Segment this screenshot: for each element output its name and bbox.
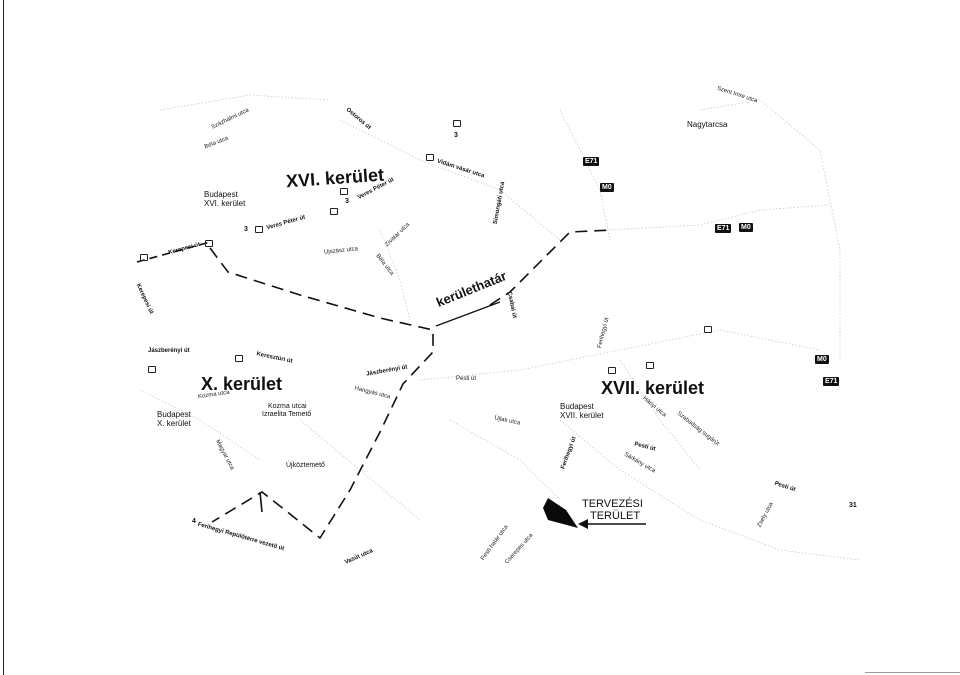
m0-shield: M0 [739, 223, 753, 232]
city-line: Budapest [560, 402, 594, 411]
district-label-x: X. kerület [201, 374, 283, 394]
target-label: TERVEZÉSI TERÜLET [582, 498, 643, 522]
target-line-2: TERÜLET [590, 510, 641, 522]
district-label-xvii: XVII. kerület [601, 378, 705, 398]
route-number: 3 [244, 226, 248, 233]
road-line [379, 229, 411, 321]
city-line: X. kerület [157, 419, 191, 428]
road-line [559, 109, 611, 241]
road-line [419, 329, 821, 381]
bus-stop-icon [340, 188, 348, 195]
route-number: 3 [454, 132, 458, 139]
town-label-nagytarcsa: Nagytarcsa [687, 120, 728, 129]
city-label-x: Budapest X. kerület [157, 410, 191, 428]
bus-stop-icon [426, 154, 434, 161]
cemetery-label: Kozma utcai Izraelita Temető [262, 403, 311, 419]
road-network [139, 94, 861, 561]
m0-shield: M0 [600, 183, 614, 192]
boundary-label-underline [435, 301, 501, 327]
page-edge-line [865, 672, 960, 673]
bus-stop-icon [255, 226, 263, 233]
place-line: Kozma utcai [268, 403, 307, 410]
target-line-1: TERVEZÉSI [582, 498, 643, 510]
e71-shield: E71 [823, 377, 840, 386]
page-edge-line [3, 0, 4, 675]
e71-shield: E71 [715, 224, 732, 233]
ujkoztemeto-label: Újköztemető [286, 462, 325, 469]
city-label-xvi: Budapest XVI. kerület [204, 190, 245, 208]
route-number: 31 [849, 502, 857, 509]
bus-stop-icon [205, 240, 213, 247]
road-line [559, 419, 861, 561]
bus-stop-icon [140, 254, 148, 261]
road-line [139, 389, 261, 461]
city-line: Budapest [157, 410, 191, 419]
place-line: Izraelita Temető [262, 411, 312, 418]
district-boundary [209, 247, 434, 540]
district-boundary-branch [259, 491, 263, 513]
street-label: Jászberényi út [148, 348, 190, 354]
bus-stop-icon [235, 355, 243, 362]
bus-stop-icon [608, 367, 616, 374]
bus-stop-icon [330, 208, 338, 215]
bus-stop-icon [646, 362, 654, 369]
route-number: 3 [345, 198, 349, 205]
street-label: Pesti út [456, 376, 477, 382]
road-line [449, 419, 561, 501]
bus-stop-icon [148, 366, 156, 373]
e71-shield: E71 [583, 157, 600, 166]
target-arrowhead [578, 519, 588, 529]
bus-stop-icon [453, 120, 461, 127]
bus-stop-icon [704, 326, 712, 333]
city-label-xvii: Budapest XVII. kerület [560, 402, 604, 420]
road-line [159, 94, 331, 111]
m0-shield: M0 [815, 355, 829, 364]
city-line: Budapest [204, 190, 238, 199]
city-line: XVII. kerület [560, 411, 604, 420]
district-boundary-east [489, 229, 613, 306]
road-line [699, 99, 841, 360]
road-line [339, 119, 561, 241]
route-number: 4 [192, 518, 196, 525]
planning-area [543, 498, 578, 528]
city-line: XVI. kerület [204, 199, 246, 208]
